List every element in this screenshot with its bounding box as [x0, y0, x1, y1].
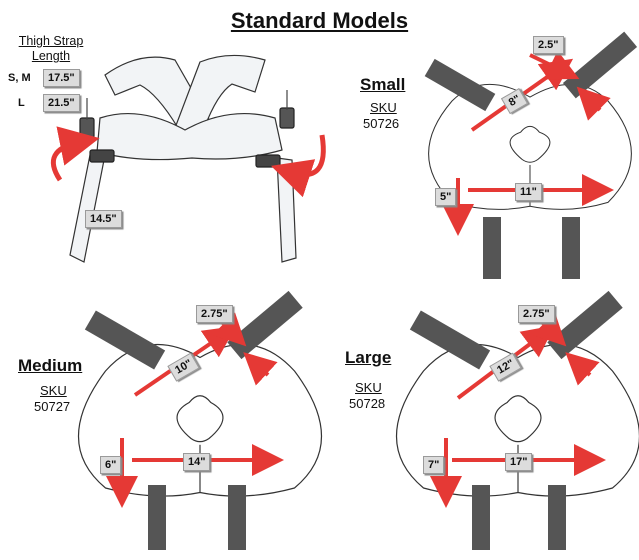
width-tag-medium: 14" — [183, 453, 211, 471]
size-row-label-l: L — [18, 97, 25, 109]
strap-length-tag-main: 14.5" — [85, 210, 122, 228]
strap-gap-tag-small: 2.5" — [533, 36, 564, 54]
page-title: Standard Models — [230, 8, 409, 33]
strap-length-tag-l: 21.5" — [43, 94, 80, 112]
model-name-large: Large — [345, 348, 392, 367]
thigh-strap-heading: Thigh Strap Length — [18, 34, 84, 63]
width-tag-large: 17" — [505, 453, 533, 471]
sku-number-small: 50726 — [363, 116, 400, 131]
model-name-medium: Medium — [18, 356, 83, 375]
strap-length-tag-sm: 17.5" — [43, 69, 80, 87]
sku-label-large: SKU — [355, 380, 382, 395]
sku-number-large: 50728 — [349, 396, 386, 411]
strap-gap-tag-large: 2.75" — [518, 305, 555, 323]
harness-drawing — [69, 54, 297, 263]
height-tag-medium: 6" — [100, 456, 122, 474]
height-tag-small: 5" — [435, 188, 457, 206]
sku-label-medium: SKU — [40, 383, 67, 398]
height-tag-large: 7" — [423, 456, 445, 474]
size-row-label-sm: S, M — [8, 72, 31, 84]
strap-gap-tag-medium: 2.75" — [196, 305, 233, 323]
sku-number-medium: 50727 — [34, 399, 71, 414]
buckle-arrow-right — [270, 134, 326, 198]
width-tag-small: 11" — [515, 183, 542, 201]
model-name-small: Small — [360, 75, 406, 94]
buckle-arrow-left — [50, 126, 100, 182]
sku-label-small: SKU — [370, 100, 397, 115]
